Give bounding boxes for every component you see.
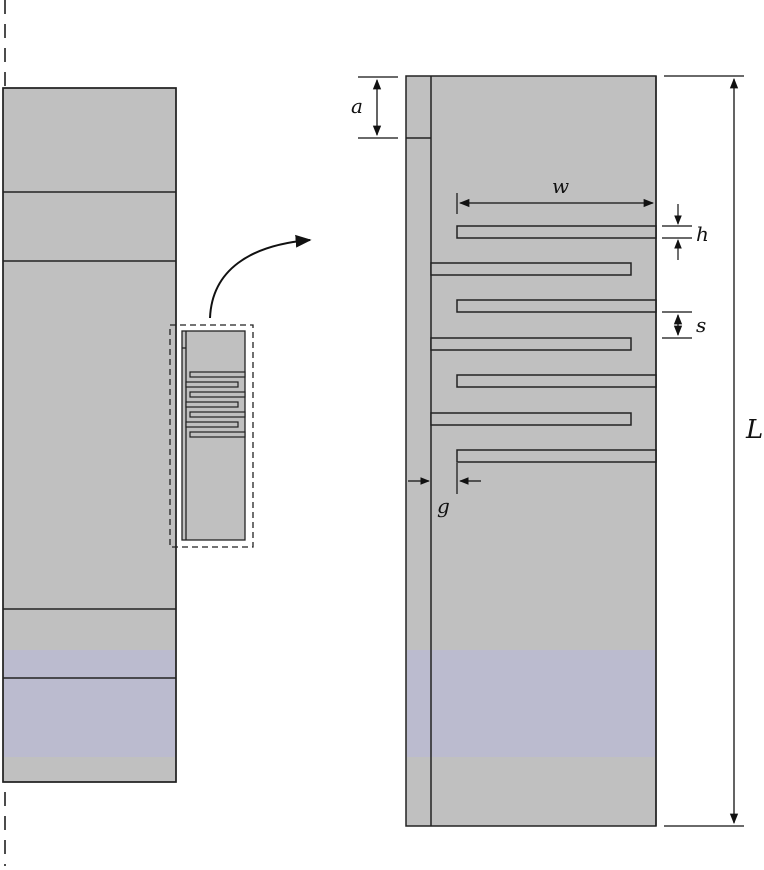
label-L: L — [745, 415, 763, 445]
detail-selection-box — [169, 324, 254, 548]
right-tinted-band — [407, 650, 655, 757]
dim-h: h — [662, 204, 709, 260]
right-structure — [405, 75, 657, 827]
label-a: a — [351, 94, 363, 118]
slot-3 — [456, 299, 657, 313]
slot-7 — [456, 449, 657, 463]
zoom-arrow — [209, 234, 312, 319]
left-structure — [2, 87, 177, 783]
slot-6 — [430, 412, 632, 426]
detail-finger-3 — [189, 391, 246, 398]
detail-finger-2 — [185, 381, 239, 388]
slot-4 — [430, 337, 632, 351]
slot-2 — [430, 262, 632, 276]
label-h: h — [696, 222, 709, 246]
dim-s: s — [662, 311, 706, 339]
dim-a: a — [351, 76, 398, 139]
label-g: g — [437, 494, 450, 518]
left-outline — [2, 87, 177, 783]
slot-1 — [456, 225, 657, 239]
detail-finger-4 — [185, 401, 239, 408]
detail-finger-5 — [189, 411, 246, 418]
detail-thumbnail — [169, 324, 254, 548]
label-w: w — [552, 174, 569, 198]
dim-L: L — [664, 75, 763, 827]
slot-5 — [456, 374, 657, 388]
dim-w: w — [456, 174, 655, 214]
detail-finger-6 — [185, 421, 239, 428]
label-s: s — [696, 313, 706, 337]
left-tinted-band — [4, 650, 175, 757]
detail-finger-7 — [189, 431, 246, 438]
detail-finger-1 — [189, 371, 246, 378]
dim-g: g — [408, 463, 481, 518]
